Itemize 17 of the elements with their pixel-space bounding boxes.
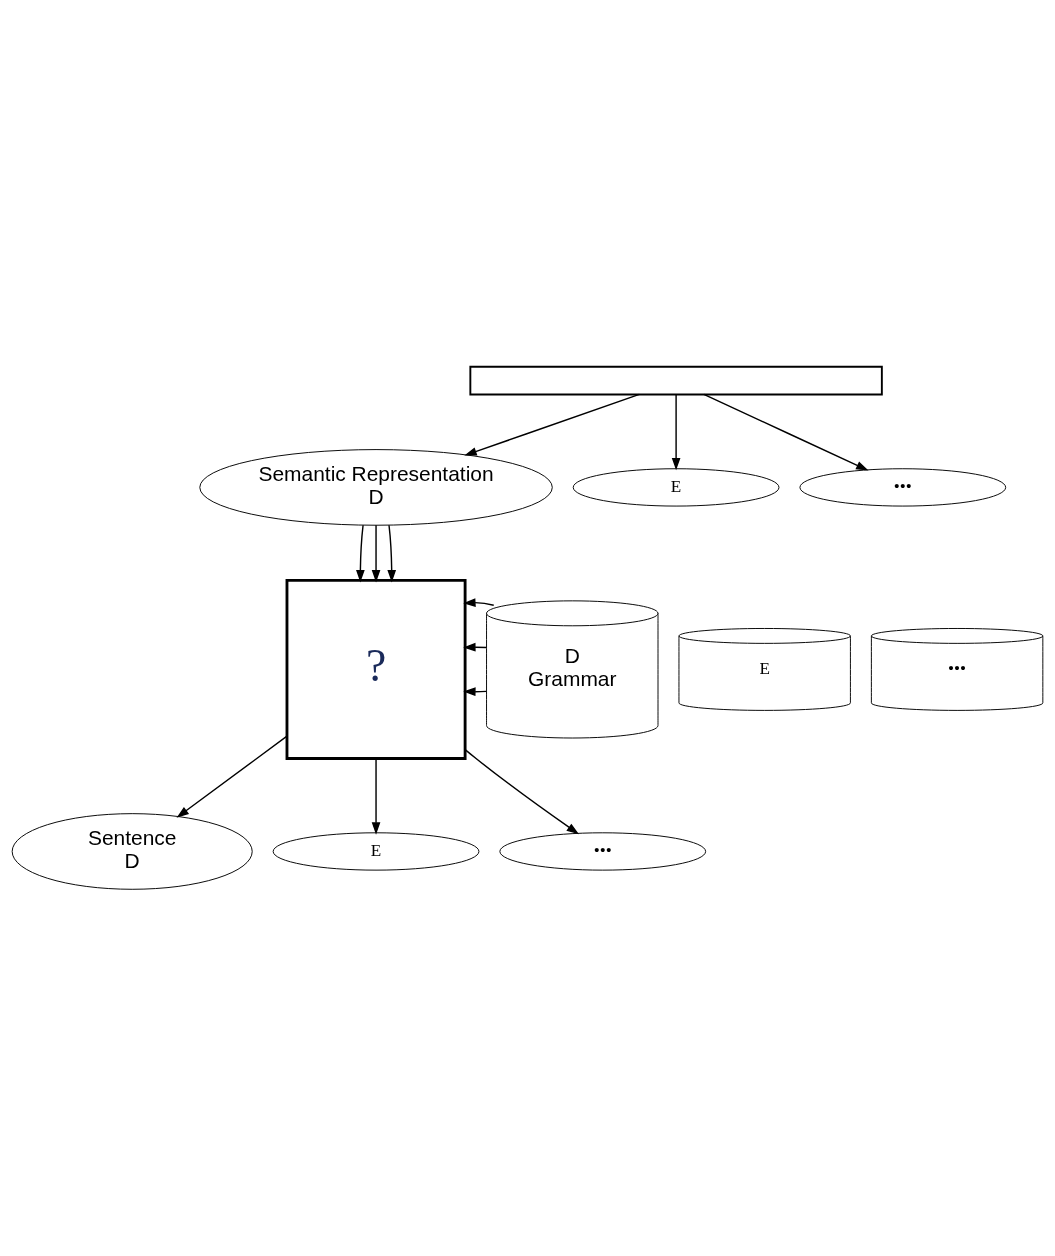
node-ellipse: ••• [799,468,1007,507]
node-ellipse: Sentence D [11,813,253,890]
arrow [703,393,869,471]
node-ellipse: E [572,468,780,507]
arrow [671,393,681,471]
node-ellipse: E [272,832,480,871]
arrow [464,748,579,835]
arrow [371,757,381,835]
arrow [356,524,365,583]
node-box [469,365,883,396]
arrow [387,524,397,583]
arrow [371,524,381,583]
arrow [464,393,640,456]
node-ellipse: ••• [499,832,707,871]
arrow [176,735,288,818]
node-box: ? [285,578,467,760]
arrow [463,598,495,607]
